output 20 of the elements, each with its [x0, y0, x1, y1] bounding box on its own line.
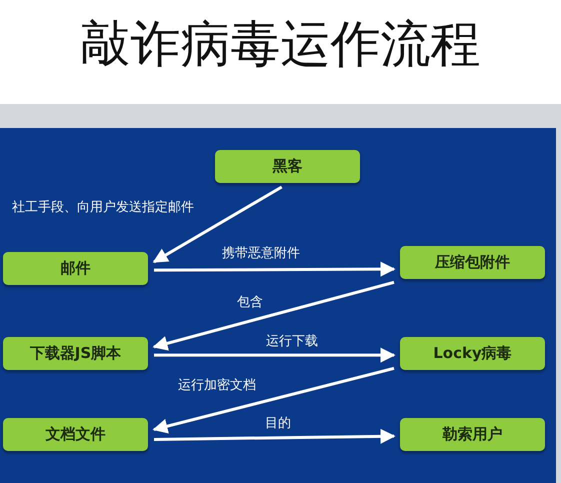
process-box: 下载器JS脚本	[3, 337, 148, 370]
arrow	[154, 428, 396, 444]
arrow	[154, 262, 396, 277]
arrow	[152, 186, 282, 264]
edge-label: 携带恶意附件	[222, 246, 300, 262]
edge-label: 社工手段、向用户发送指定邮件	[12, 200, 194, 216]
process-box: Locky病毒	[400, 337, 545, 370]
arrow	[154, 348, 396, 363]
process-box: 黑客	[215, 150, 360, 183]
edge-label: 运行下载	[266, 334, 318, 350]
process-box: 文档文件	[3, 418, 148, 451]
process-box: 压缩包附件	[400, 246, 545, 279]
diagram-title: 敲诈病毒运作流程	[80, 14, 482, 75]
edge-label: 运行加密文档	[178, 378, 256, 394]
process-box: 勒索用户	[400, 418, 545, 451]
edge-label: 包含	[237, 295, 263, 311]
process-box: 邮件	[3, 252, 148, 285]
arrow	[152, 366, 394, 434]
edge-label: 目的	[265, 416, 291, 432]
arrow	[152, 280, 394, 351]
